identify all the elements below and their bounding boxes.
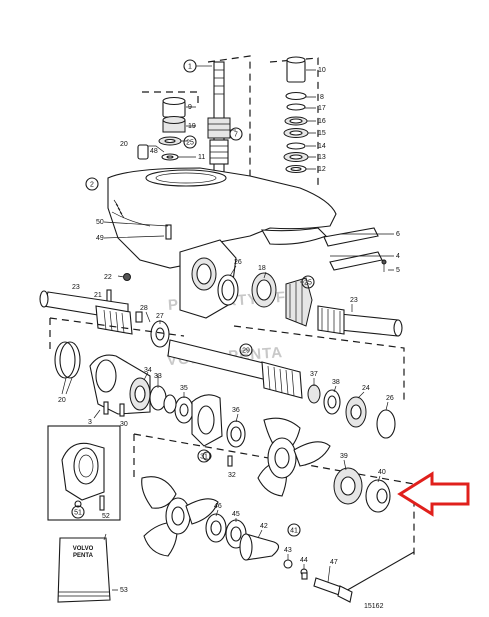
callout-9: 9 (188, 104, 192, 111)
tool-wrench (313, 551, 415, 603)
callout-24: 24 (362, 385, 370, 392)
callout-43: 43 (284, 547, 292, 554)
callout-36: 36 (232, 407, 240, 414)
o-rings (54, 341, 81, 379)
left-propeller-shaft (39, 290, 133, 335)
callout-39: 39 (340, 453, 348, 460)
callout-29: 29 (242, 348, 250, 355)
volvo-penta-kit: VOLVO PENTA (57, 537, 111, 603)
callout-28: 28 (140, 305, 148, 312)
callout-8: 8 (320, 94, 324, 101)
callout-26-right: 26 (386, 395, 394, 402)
small-fasteners (106, 224, 172, 323)
callout-23-left: 23 (72, 284, 80, 291)
callout-49: 49 (96, 235, 104, 242)
middle-dashed-frame (49, 317, 405, 400)
callout-45: 45 (232, 511, 240, 518)
callout-26-top: 26 (234, 259, 242, 266)
callout-40: 40 (378, 469, 386, 476)
inset-box (47, 425, 121, 521)
callout-20-left: 20 (58, 397, 66, 404)
circled-callouts: 1 2 7 25 25 29 31 41 51 (71, 59, 315, 537)
callout-41: 41 (290, 528, 298, 535)
leader-lines (61, 65, 394, 591)
callout-53: 53 (120, 587, 128, 594)
rear-propeller (141, 476, 219, 557)
trim-plates (323, 227, 387, 272)
callout-22: 22 (104, 274, 112, 281)
rear-bearings (163, 384, 396, 448)
callout-37: 37 (310, 371, 318, 378)
callout-5: 5 (396, 267, 400, 274)
callout-17: 17 (318, 105, 326, 112)
callout-16: 16 (318, 118, 326, 125)
bevel-gears (150, 272, 313, 348)
callout-12: 12 (318, 166, 326, 173)
callout-32: 32 (228, 472, 236, 479)
callout-50: 50 (96, 219, 104, 226)
callout-13: 13 (318, 154, 326, 161)
inner-propeller-shaft (167, 339, 303, 399)
callout-46: 46 (214, 503, 222, 510)
callout-51: 51 (74, 510, 82, 517)
front-propeller (257, 417, 331, 497)
right-propeller-shaft (317, 305, 403, 337)
callout-35: 35 (180, 385, 188, 392)
callout-2: 2 (90, 182, 94, 189)
left-bearing-stack (137, 96, 186, 161)
callout-3: 3 (88, 419, 92, 426)
callout-30: 30 (120, 421, 128, 428)
drawing-reference-number: 15162 (364, 603, 384, 610)
part-number-labels: 10 8 17 16 15 14 13 12 9 19 11 48 20 50 … (58, 67, 400, 610)
red-arrow-indicator (397, 471, 470, 517)
callout-34: 34 (144, 367, 152, 374)
callout-21: 21 (94, 292, 102, 299)
callout-47: 47 (330, 559, 338, 566)
callout-18: 18 (258, 265, 266, 272)
callout-1: 1 (188, 64, 192, 71)
callout-33: 33 (154, 373, 162, 380)
logo-text-penta: PENTA (73, 553, 94, 559)
callout-15: 15 (318, 130, 326, 137)
callout-19: 19 (188, 123, 196, 130)
propeller-hub-adapter (191, 394, 233, 467)
logo-text-volvo: VOLVO (73, 546, 94, 552)
callout-38: 38 (332, 379, 340, 386)
vertical-shaft (207, 61, 231, 173)
bearing-housing (89, 354, 167, 417)
callout-4: 4 (396, 253, 400, 260)
callout-25-mid: 25 (304, 280, 312, 287)
right-bearing-stack (283, 56, 309, 174)
callout-11: 11 (198, 154, 205, 161)
callout-27: 27 (156, 313, 164, 320)
rear-washers (205, 513, 247, 549)
callout-31: 31 (200, 454, 208, 461)
upper-gear-housing (107, 167, 337, 319)
callout-20-top: 20 (120, 141, 128, 148)
propeller-cone (239, 533, 280, 561)
lower-dashed-frame (133, 433, 415, 556)
top-dashed-frames (142, 55, 319, 186)
callout-42: 42 (260, 523, 268, 530)
callout-48: 48 (150, 148, 158, 155)
callout-23-right: 23 (350, 297, 358, 304)
thrust-washer-and-hub (333, 467, 391, 513)
callout-52: 52 (102, 513, 110, 520)
callout-14: 14 (318, 143, 326, 150)
callout-7: 7 (234, 132, 238, 139)
callout-25-top: 25 (186, 140, 194, 147)
callout-6: 6 (396, 231, 400, 238)
callout-10: 10 (318, 67, 326, 74)
callout-44: 44 (300, 557, 308, 564)
